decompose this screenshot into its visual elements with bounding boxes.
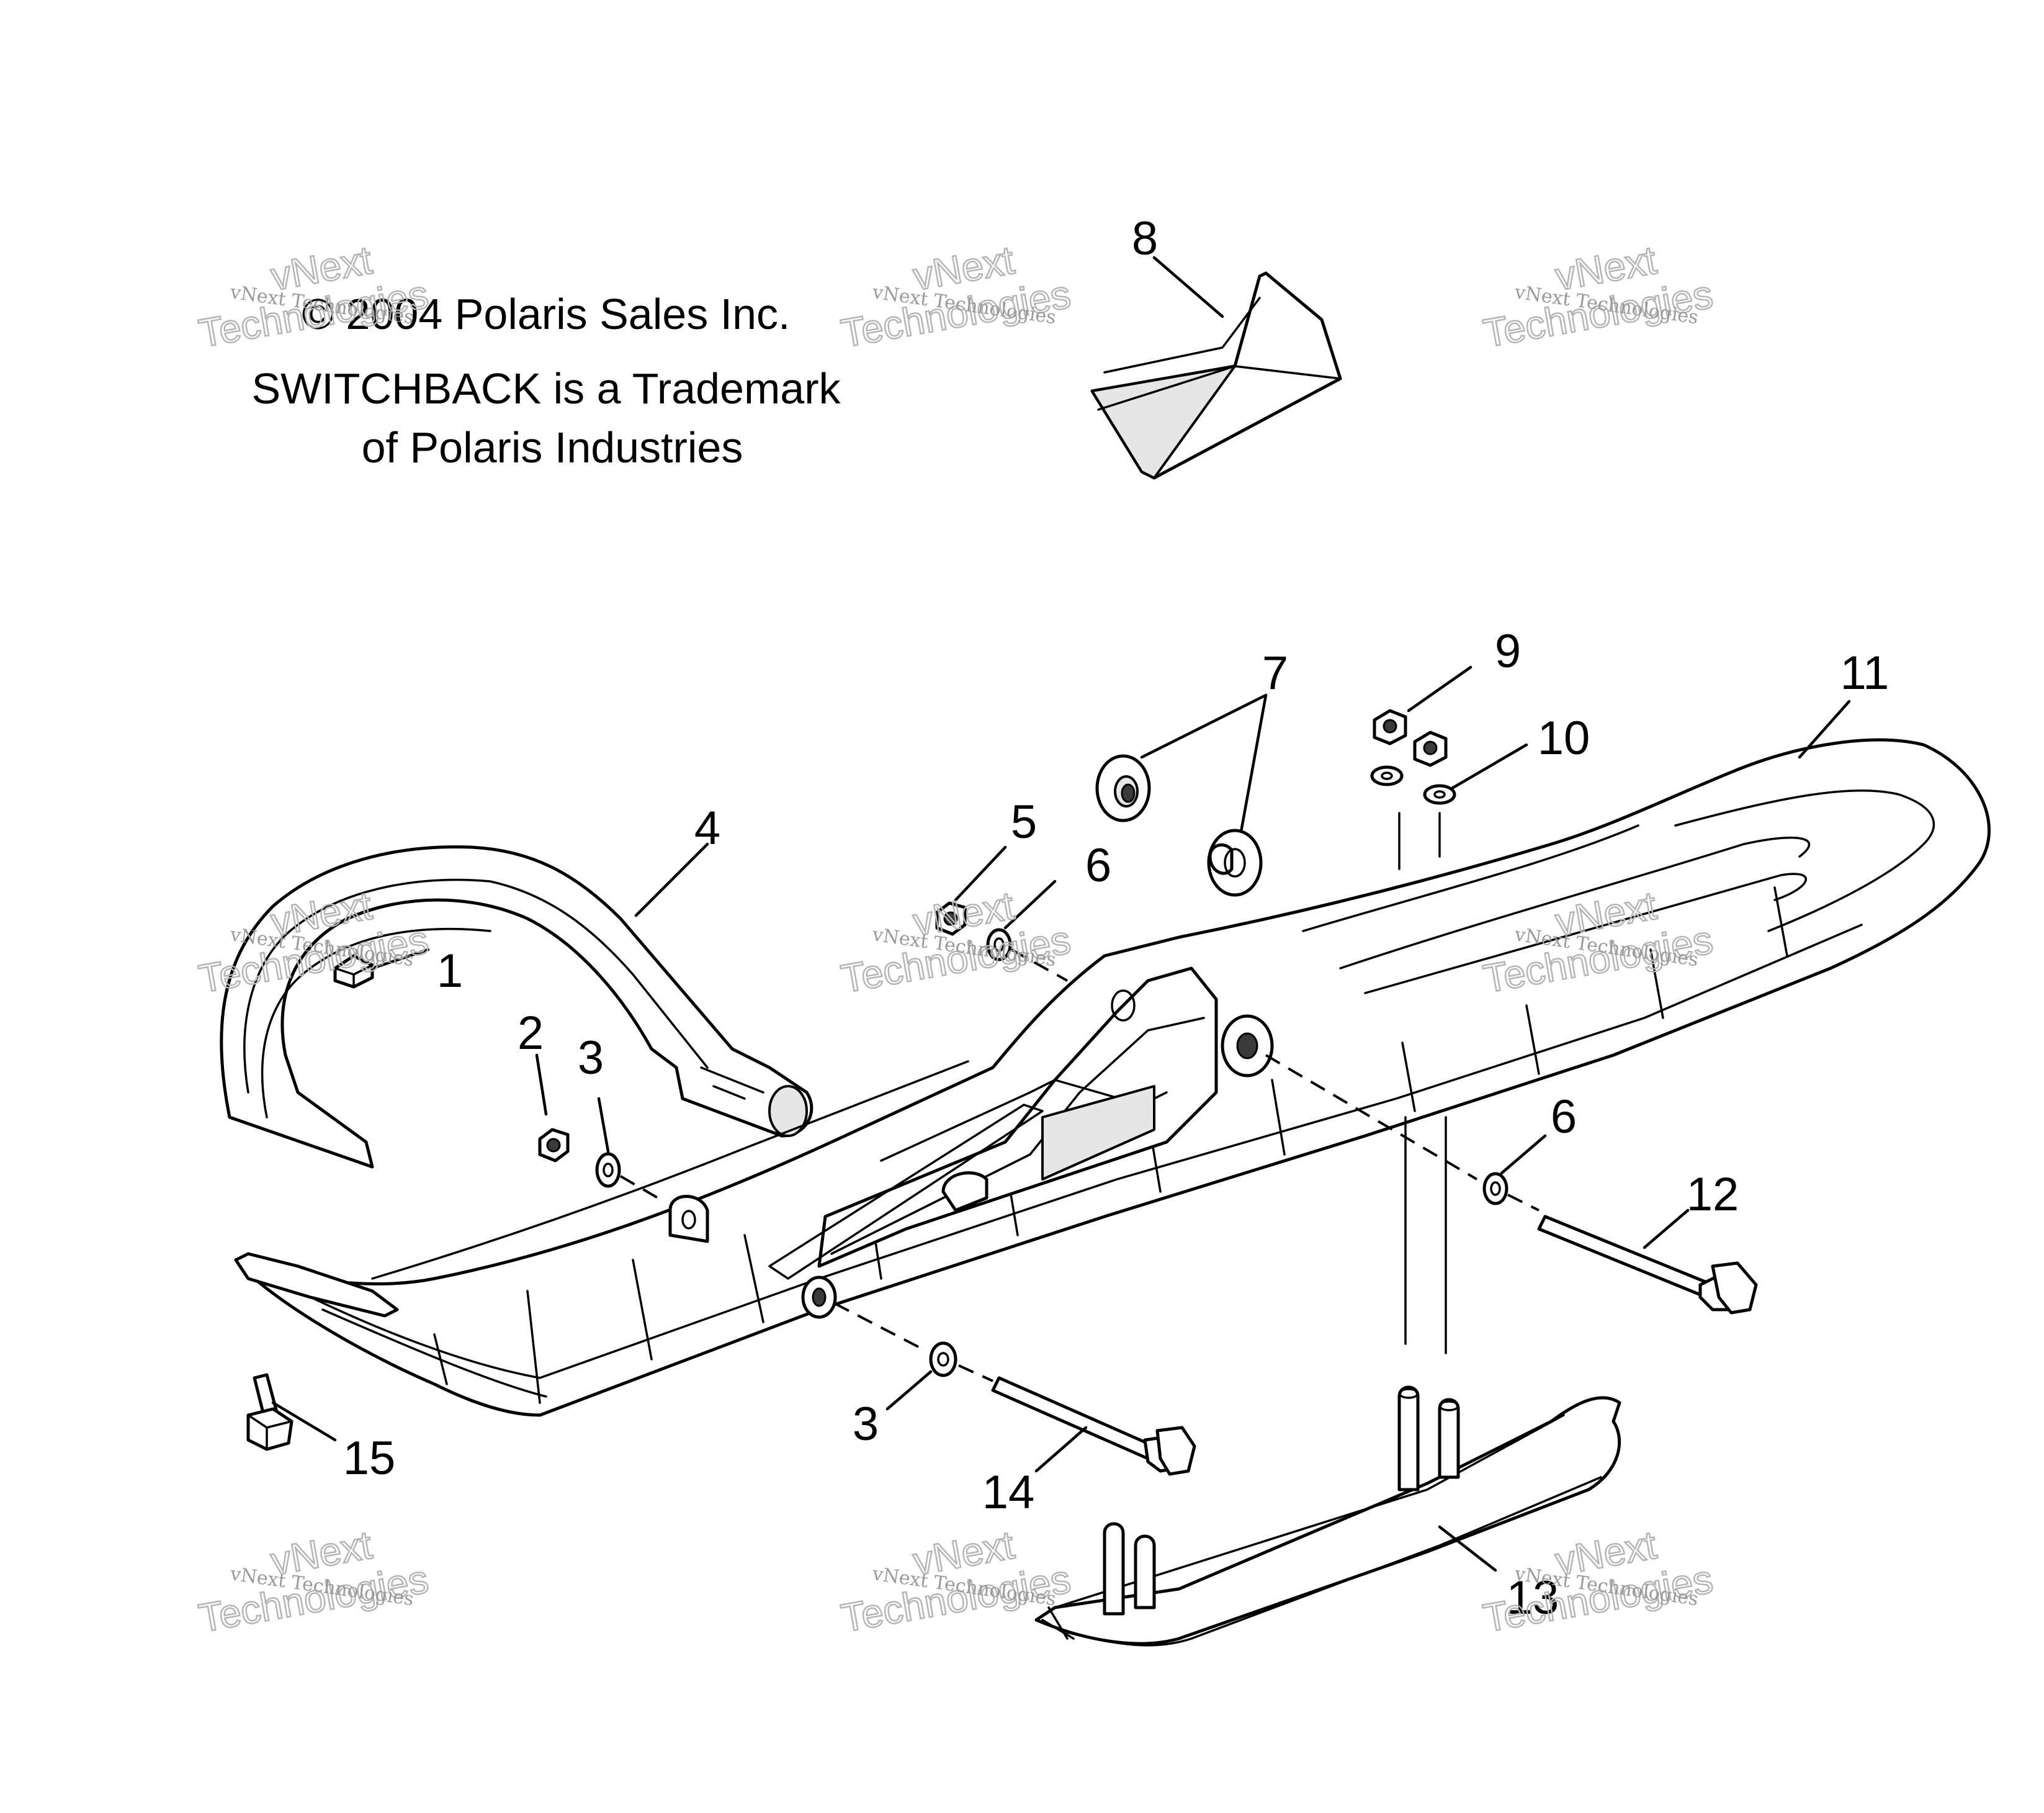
callout-2: 2 [518,1007,544,1059]
callout-14: 14 [982,1466,1035,1519]
watermarks: vNext Technologies vNext Technologies vN… [195,236,1717,1641]
callout-5: 5 [1011,796,1037,848]
notice-line-1: © 2004 Polaris Sales Inc. [302,290,791,338]
part-3-washer-lower [834,1302,993,1382]
part-13-runner [1034,1385,1621,1647]
callout-4: 4 [694,802,720,855]
callout-3-upper: 3 [578,1032,604,1084]
callout-7: 7 [1262,647,1288,700]
stud-alignment-lines [1404,1116,1447,1354]
callout-9: 9 [1495,625,1521,678]
notice-line-2: SWITCHBACK is a Trademark [251,364,841,413]
part-10-washers [1370,765,1456,870]
part-11-ski [234,738,1991,1417]
leader-lines [271,256,1851,1572]
part-9-nuts [1373,709,1448,767]
copyright-notice: © 2004 Polaris Sales Inc. SWITCHBACK is … [251,290,841,472]
callout-numbers: 8 4 1 2 3 5 6 7 9 10 11 6 12 3 14 13 15 [343,212,1889,1624]
callout-8: 8 [1132,212,1158,265]
callout-15: 15 [343,1432,396,1485]
callout-13: 13 [1507,1572,1559,1624]
part-4-ski-loop [220,845,814,1169]
part-5-nut [935,901,967,936]
callout-12: 12 [1687,1168,1739,1221]
callout-3-lower: 3 [853,1398,879,1451]
notice-line-3: of Polaris Industries [362,423,743,472]
part-6-washer-lower [1265,1054,1540,1212]
part-1-nut [333,954,374,989]
part-8-saddle [1090,271,1342,480]
part-2-nut [538,1128,570,1163]
part-15-bolt [246,1373,294,1451]
part-14-bolt [991,1376,1196,1476]
part-12-bolt [1537,1215,1758,1315]
part-3-washer-upper [595,1152,659,1199]
callout-11: 11 [1840,647,1889,700]
callout-6-upper: 6 [1085,839,1111,892]
callout-1: 1 [437,945,463,997]
part-7-bushings [1095,754,1263,897]
callout-10: 10 [1538,712,1590,765]
callout-6-lower: 6 [1551,1091,1577,1143]
part-6-washer-upper [986,928,1068,982]
